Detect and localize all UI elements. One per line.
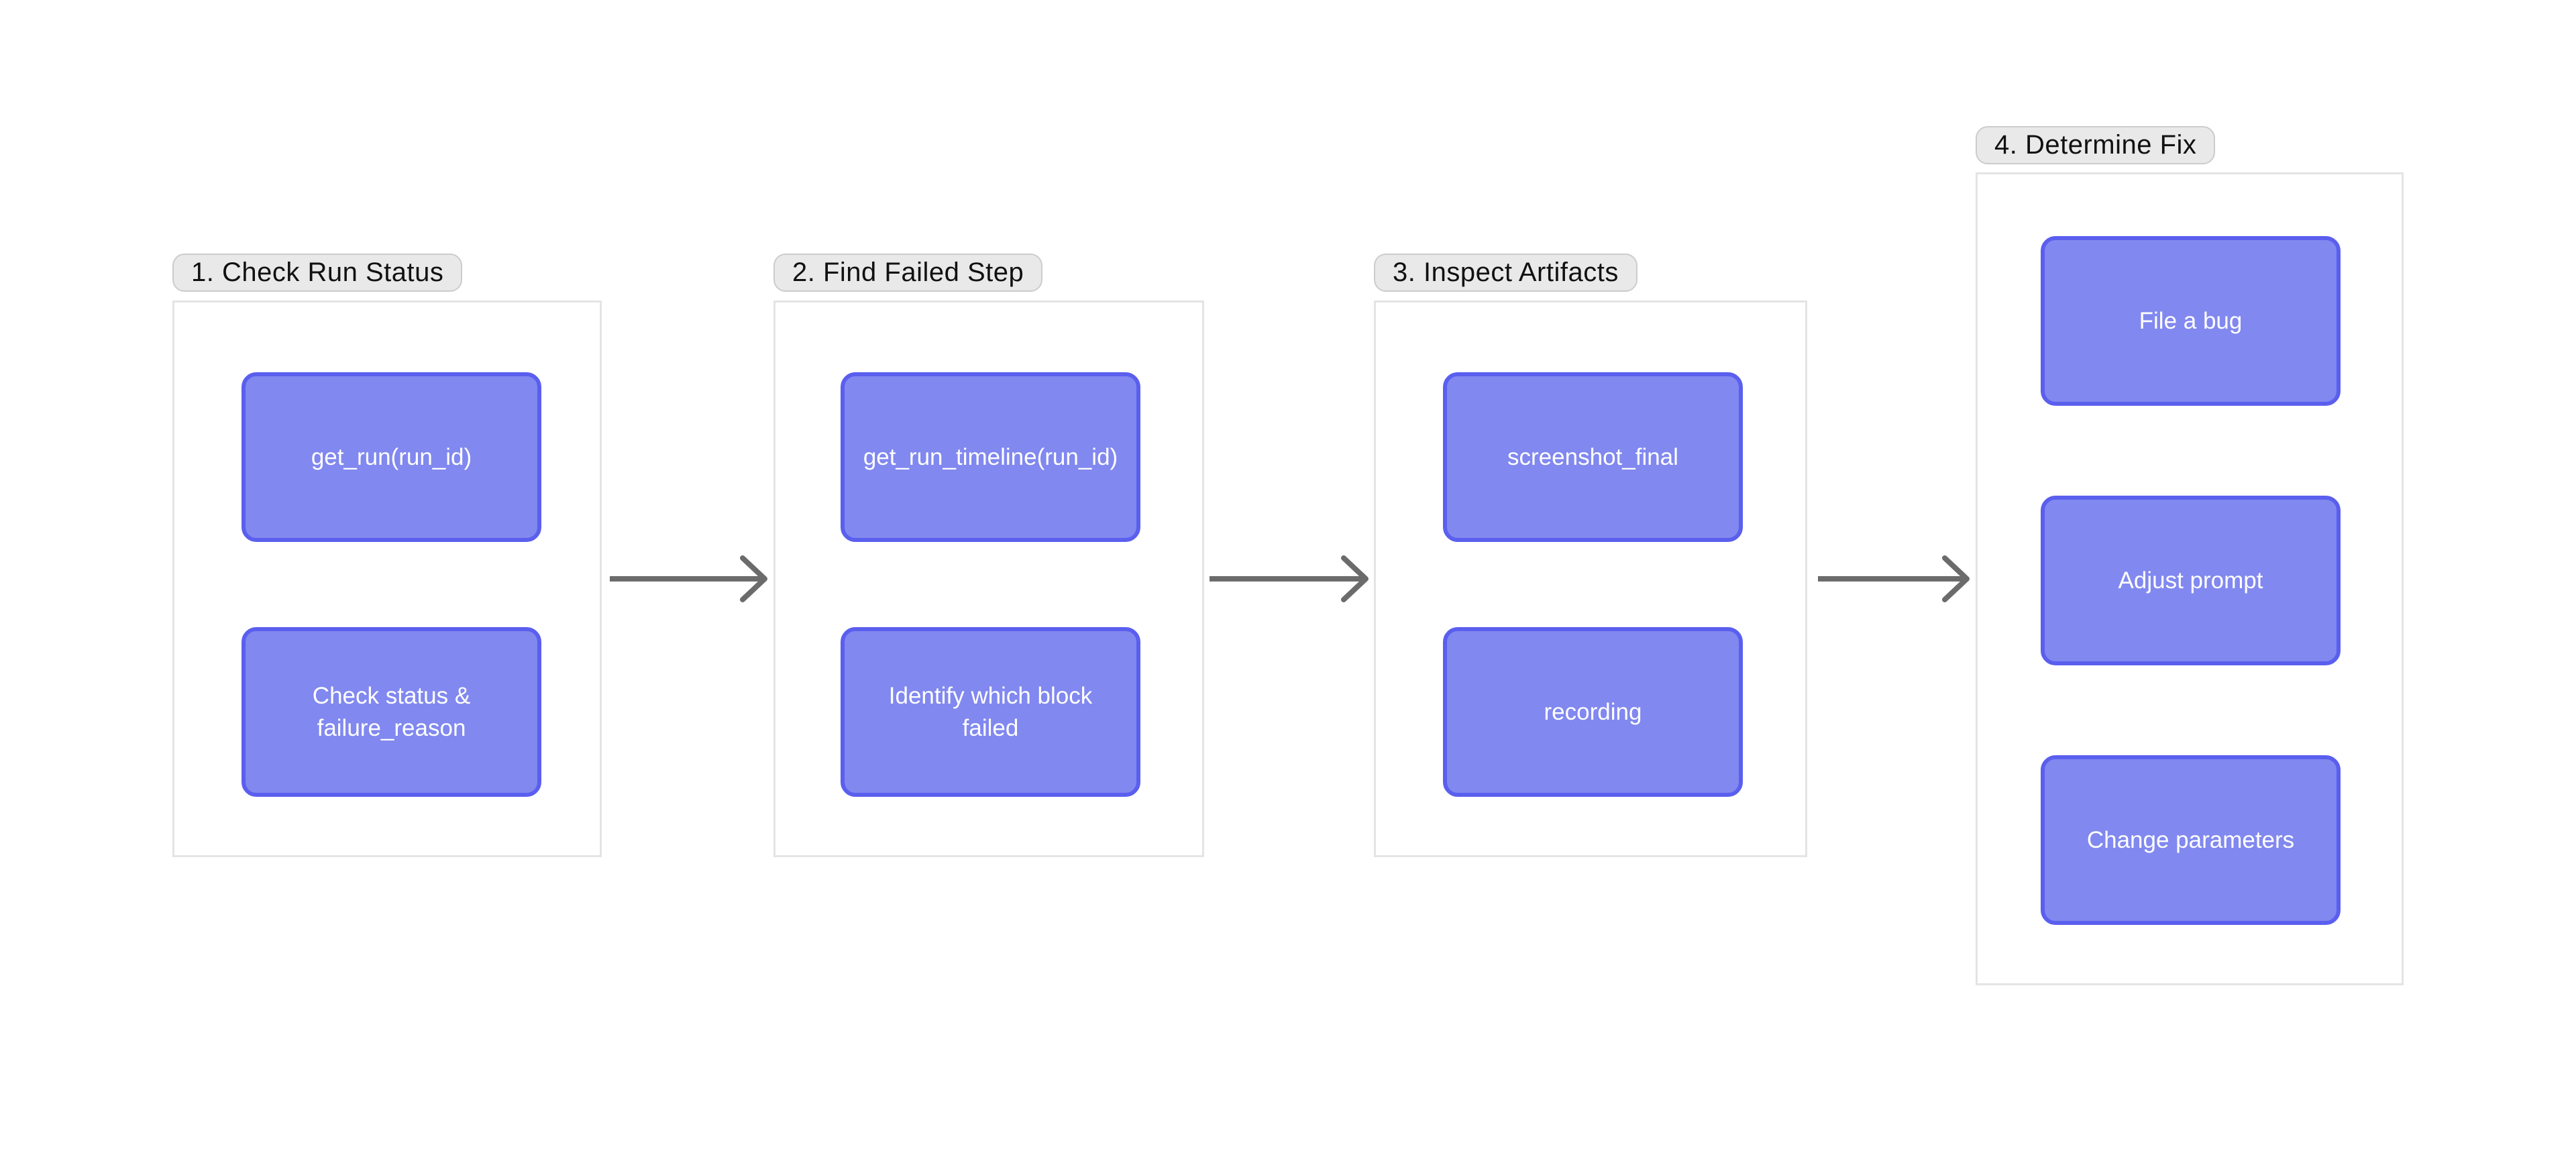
node-screenshot-final[interactable]: screenshot_final bbox=[1443, 372, 1743, 542]
node-file-a-bug[interactable]: File a bug bbox=[2041, 236, 2341, 406]
group-label-determine-fix: 4. Determine Fix bbox=[1976, 126, 2216, 164]
group-container-find-failed-step: get_run_timeline(run_id) Identify which … bbox=[773, 300, 1204, 857]
node-identify-failed-block[interactable]: Identify which block failed bbox=[841, 627, 1140, 797]
node-get-run-timeline[interactable]: get_run_timeline(run_id) bbox=[841, 372, 1140, 542]
node-adjust-prompt[interactable]: Adjust prompt bbox=[2041, 496, 2341, 665]
flow-arrow-3 bbox=[1818, 555, 1970, 602]
node-check-status-failure-reason[interactable]: Check status & failure_reason bbox=[241, 627, 541, 797]
arrow-head bbox=[740, 555, 767, 602]
arrow-head bbox=[1341, 555, 1368, 602]
node-recording[interactable]: recording bbox=[1443, 627, 1743, 797]
group-label-inspect-artifacts: 3. Inspect Artifacts bbox=[1374, 254, 1638, 292]
node-get-run[interactable]: get_run(run_id) bbox=[241, 372, 541, 542]
flow-arrow-1 bbox=[610, 555, 767, 602]
flow-arrow-2 bbox=[1210, 555, 1368, 602]
group-container-inspect-artifacts: screenshot_final recording bbox=[1374, 300, 1807, 857]
group-container-determine-fix: File a bug Adjust prompt Change paramete… bbox=[1976, 172, 2404, 985]
group-label-find-failed-step: 2. Find Failed Step bbox=[773, 254, 1043, 292]
node-change-parameters[interactable]: Change parameters bbox=[2041, 755, 2341, 925]
group-container-check-run-status: get_run(run_id) Check status & failure_r… bbox=[172, 300, 602, 857]
group-label-check-run-status: 1. Check Run Status bbox=[172, 254, 463, 292]
arrow-head bbox=[1942, 555, 1970, 602]
